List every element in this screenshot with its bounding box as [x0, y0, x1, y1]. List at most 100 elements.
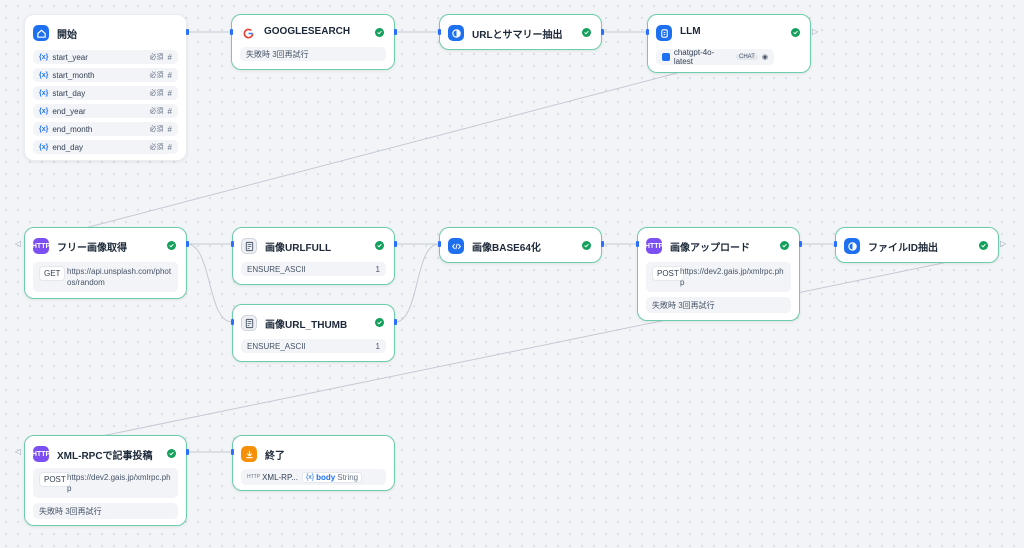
number-type-icon: #: [167, 52, 172, 62]
request-url: https://api.unsplash.com/photos/random: [67, 267, 172, 287]
template-icon: [241, 315, 257, 331]
required-label: 必須: [149, 54, 164, 61]
model-selector[interactable]: chatgpt-4o-latest CHAT ◉: [656, 48, 774, 66]
start-node[interactable]: 開始 {x} start_year 必須 # {x} start_month 必…: [24, 14, 187, 161]
url-summary-node[interactable]: URLとサマリー抽出: [439, 14, 602, 50]
google-search-node[interactable]: GOOGLESEARCH 失敗時 3回再試行: [231, 14, 395, 70]
check-icon: [979, 241, 988, 250]
retry-info: 失敗時 3回再試行: [33, 503, 178, 519]
image-url-full-node[interactable]: 画像URLFULL ENSURE_ASCII 1: [232, 227, 395, 285]
number-type-icon: #: [167, 106, 172, 116]
node-header: 終了: [241, 446, 384, 462]
openai-icon: [662, 53, 670, 61]
llm-node[interactable]: LLM chatgpt-4o-latest CHAT ◉: [647, 14, 811, 73]
model-name: chatgpt-4o-latest: [673, 48, 715, 66]
output-arrow-icon: ▷: [812, 27, 819, 36]
output-port[interactable]: [601, 241, 604, 247]
check-icon: [582, 28, 591, 37]
retry-info: 失敗時 3回再試行: [240, 47, 386, 61]
variable-row[interactable]: {x} end_year 必須 #: [33, 104, 178, 118]
input-arrow-icon: ◁: [15, 239, 22, 248]
input-port[interactable]: [646, 29, 649, 35]
input-port[interactable]: [438, 29, 441, 35]
node-title: 画像URLFULL: [265, 243, 332, 254]
output-port[interactable]: [186, 29, 189, 35]
base64-node[interactable]: 画像BASE64化: [439, 227, 602, 263]
variable-type: String: [337, 472, 359, 482]
node-header: 画像URL_THUMB: [241, 315, 384, 331]
output-port[interactable]: [394, 29, 397, 35]
input-port[interactable]: [636, 241, 639, 247]
image-url-thumb-node[interactable]: 画像URL_THUMB ENSURE_ASCII 1: [232, 304, 395, 362]
required-label: 必須: [149, 90, 164, 97]
mode-badge: CHAT: [736, 54, 758, 60]
param-key: ENSURE_ASCII: [247, 264, 306, 274]
output-port[interactable]: [394, 241, 397, 247]
output-port[interactable]: [186, 449, 189, 455]
input-port[interactable]: [438, 241, 441, 247]
required-label: 必須: [149, 108, 164, 115]
variable-row[interactable]: {x} end_day 必須 #: [33, 140, 178, 154]
code-icon: [448, 238, 464, 254]
check-icon: [375, 241, 384, 250]
node-header: LLM: [656, 25, 800, 41]
output-port[interactable]: [799, 241, 802, 247]
eye-icon: ◉: [761, 54, 768, 61]
start-node-header: 開始: [33, 25, 176, 41]
http-method: POST: [39, 472, 71, 487]
required-label: 必須: [149, 126, 164, 133]
input-port[interactable]: [230, 29, 233, 35]
node-title: 画像アップロード: [670, 243, 750, 254]
code-extract-icon: [448, 25, 464, 41]
variable-row[interactable]: {x} start_month 必須 #: [33, 68, 178, 82]
param-row: ENSURE_ASCII 1: [241, 339, 386, 353]
output-variable: HTTP XML-RP... {x} body String: [241, 469, 386, 485]
input-port[interactable]: [231, 241, 234, 247]
file-id-node[interactable]: ファイルID抽出: [835, 227, 999, 263]
template-icon: [241, 238, 257, 254]
http-icon: HTTP: [32, 446, 50, 462]
variable-chip: {x} body String: [301, 471, 363, 483]
output-port[interactable]: [394, 319, 397, 325]
input-port[interactable]: [231, 449, 234, 455]
end-node[interactable]: 終了 HTTP XML-RP... {x} body String: [232, 435, 395, 491]
edge-fetch-thumb: [186, 243, 233, 323]
check-icon: [167, 241, 176, 250]
node-title: 画像URL_THUMB: [265, 320, 348, 331]
variable-row[interactable]: {x} end_month 必須 #: [33, 122, 178, 136]
node-title: 終了: [265, 451, 285, 462]
check-icon: [791, 28, 800, 37]
end-icon: [241, 446, 257, 462]
node-header: ファイルID抽出: [844, 238, 988, 254]
check-icon: [167, 449, 176, 458]
http-icon: HTTP: [645, 238, 663, 254]
output-port[interactable]: [601, 29, 604, 35]
node-header: 画像URLFULL: [241, 238, 384, 254]
variable-name: end_day: [52, 142, 84, 152]
output-port[interactable]: [186, 241, 189, 247]
source-node-name: XML-RP...: [262, 472, 298, 482]
param-value: 1: [375, 341, 380, 351]
image-upload-node[interactable]: HTTP 画像アップロード POST https://dev2.gais.jp/…: [637, 227, 800, 321]
required-label: 必須: [149, 144, 164, 151]
node-title: GOOGLESEARCH: [264, 26, 351, 37]
node-header: HTTP 画像アップロード: [645, 238, 789, 254]
variable-icon: {x}: [39, 53, 49, 61]
input-port[interactable]: [834, 241, 837, 247]
xmlrpc-post-node[interactable]: HTTP XML-RPCで記事投稿 POST https://dev2.gais…: [24, 435, 187, 526]
variable-icon: {x}: [39, 107, 49, 115]
http-method: GET: [39, 266, 66, 281]
node-header: HTTP フリー画像取得: [32, 238, 176, 254]
input-port[interactable]: [231, 319, 234, 325]
node-title: 画像BASE64化: [472, 243, 541, 254]
output-arrow-icon: ▷: [1000, 239, 1007, 248]
node-header: GOOGLESEARCH: [240, 25, 384, 41]
node-title: LLM: [680, 26, 701, 37]
fetch-image-node[interactable]: HTTP フリー画像取得 GET https://api.unsplash.co…: [24, 227, 187, 299]
variable-row[interactable]: {x} start_year 必須 #: [33, 50, 178, 64]
node-header: URLとサマリー抽出: [448, 25, 591, 41]
param-value: 1: [375, 264, 380, 274]
variable-row[interactable]: {x} start_day 必須 #: [33, 86, 178, 100]
retry-info: 失敗時 3回再試行: [646, 297, 791, 313]
node-header: 画像BASE64化: [448, 238, 591, 254]
